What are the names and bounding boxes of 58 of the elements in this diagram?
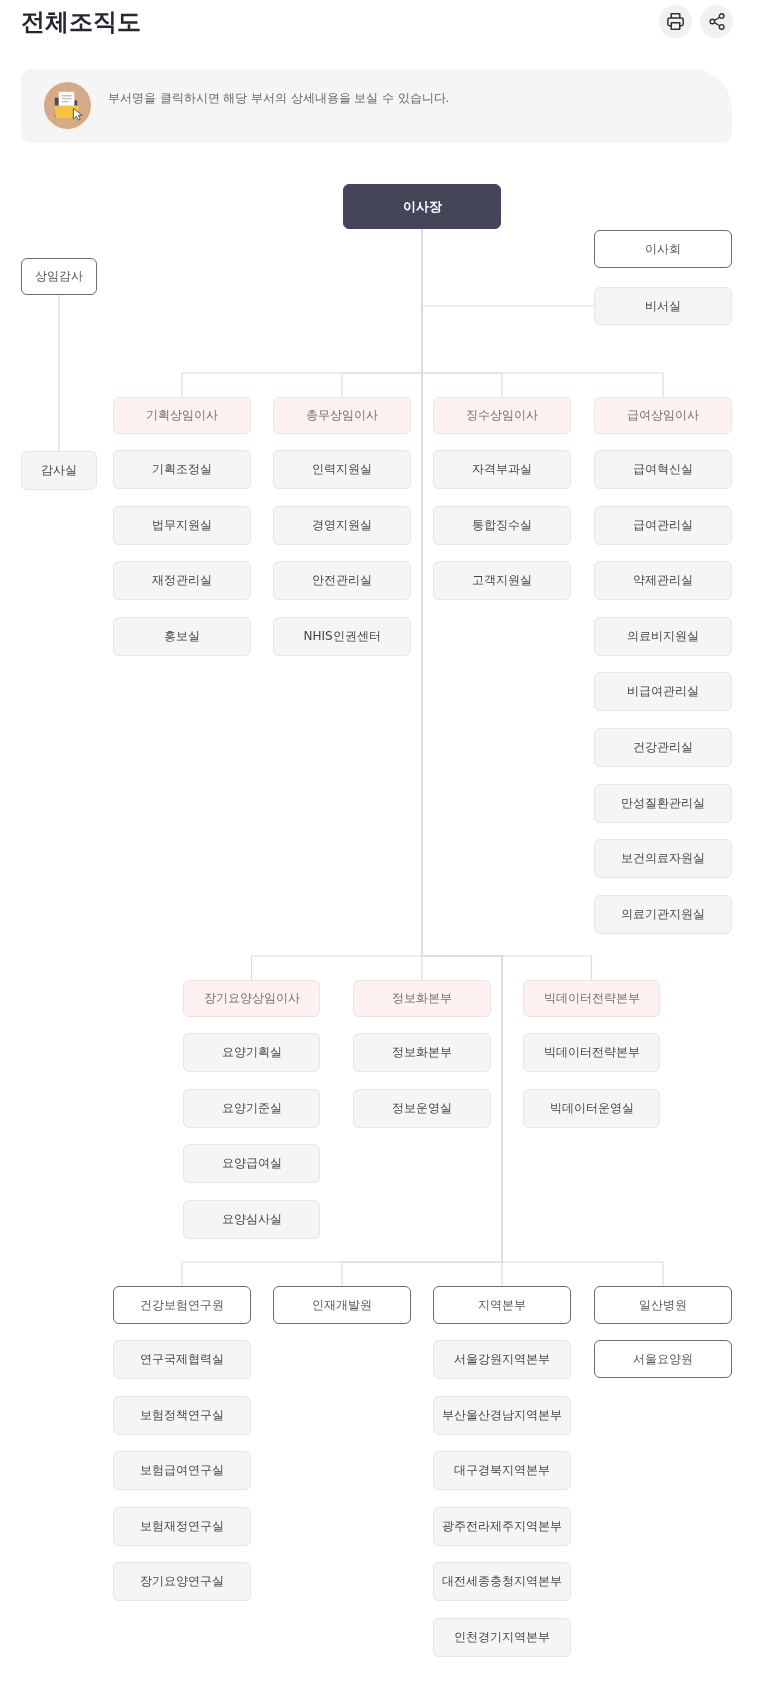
department-box: 정보운영실 xyxy=(353,1089,491,1128)
page-title: 전체조직도 xyxy=(21,7,141,38)
division-head-box: 징수상임이사 xyxy=(433,397,571,434)
department-box: 재정관리실 xyxy=(113,561,251,600)
department-box: 의료비지원실 xyxy=(594,617,732,656)
department-box: 고객지원실 xyxy=(433,561,571,600)
department-box: 보건의료자원실 xyxy=(594,839,732,878)
department-box: 감사실 xyxy=(21,451,97,490)
outlined-unit-box: 지역본부 xyxy=(433,1286,571,1324)
department-box: 요양기획실 xyxy=(183,1033,320,1072)
outlined-unit-box: 상임감사 xyxy=(21,258,97,295)
department-box: 급여관리실 xyxy=(594,506,732,545)
outlined-unit-box: 건강보험연구원 xyxy=(113,1286,251,1324)
department-box: 인력지원실 xyxy=(273,450,411,489)
division-head-box: 기획상임이사 xyxy=(113,397,251,434)
department-box: 대전세종충청지역본부 xyxy=(433,1562,571,1601)
department-box: 안전관리실 xyxy=(273,561,411,600)
notice-text: 부서명을 클릭하시면 해당 부서의 상세내용을 보실 수 있습니다. xyxy=(108,90,450,106)
department-box: 홍보실 xyxy=(113,617,251,656)
outlined-unit-box: 이사회 xyxy=(594,230,732,268)
department-box: 정보화본부 xyxy=(353,1033,491,1072)
department-box: 만성질환관리실 xyxy=(594,784,732,823)
department-box: 요양기준실 xyxy=(183,1089,320,1128)
division-head-box: 총무상임이사 xyxy=(273,397,411,434)
department-box: 비급여관리실 xyxy=(594,672,732,711)
division-head-box: 정보화본부 xyxy=(353,980,491,1017)
division-head-box: 장기요양상임이사 xyxy=(183,980,320,1017)
department-box: 보험급여연구실 xyxy=(113,1451,251,1490)
outlined-unit-box: 인재개발원 xyxy=(273,1286,411,1324)
department-box: 급여혁신실 xyxy=(594,450,732,489)
top-executive-box: 이사장 xyxy=(343,184,501,229)
department-box: 보험재정연구실 xyxy=(113,1507,251,1546)
department-box: 부산울산경남지역본부 xyxy=(433,1396,571,1435)
department-box: 보험정책연구실 xyxy=(113,1396,251,1435)
department-box: 요양심사실 xyxy=(183,1200,320,1239)
division-head-box: 급여상임이사 xyxy=(594,397,732,434)
department-box: 의료기관지원실 xyxy=(594,895,732,934)
department-box: 비서실 xyxy=(594,287,732,325)
department-box: 대구경북지역본부 xyxy=(433,1451,571,1490)
division-head-box: 빅데이터전략본부 xyxy=(523,980,660,1017)
department-box: 서울강원지역본부 xyxy=(433,1340,571,1379)
department-box: 빅데이터전략본부 xyxy=(523,1033,660,1072)
department-box: 약제관리실 xyxy=(594,561,732,600)
outlined-unit-box: 서울요양원 xyxy=(594,1340,732,1378)
department-box: 건강관리실 xyxy=(594,728,732,767)
department-box: NHIS인권센터 xyxy=(273,617,411,656)
department-box: 경영지원실 xyxy=(273,506,411,545)
department-box: 빅데이터운영실 xyxy=(523,1089,660,1128)
department-box: 장기요양연구실 xyxy=(113,1562,251,1601)
department-box: 기획조정실 xyxy=(113,450,251,489)
department-box: 광주전라제주지역본부 xyxy=(433,1507,571,1546)
department-box: 자격부과실 xyxy=(433,450,571,489)
department-box: 연구국제협력실 xyxy=(113,1340,251,1379)
department-box: 인천경기지역본부 xyxy=(433,1618,571,1657)
department-box: 통합징수실 xyxy=(433,506,571,545)
department-box: 요양급여실 xyxy=(183,1144,320,1183)
outlined-unit-box: 일산병원 xyxy=(594,1286,732,1324)
department-box: 법무지원실 xyxy=(113,506,251,545)
